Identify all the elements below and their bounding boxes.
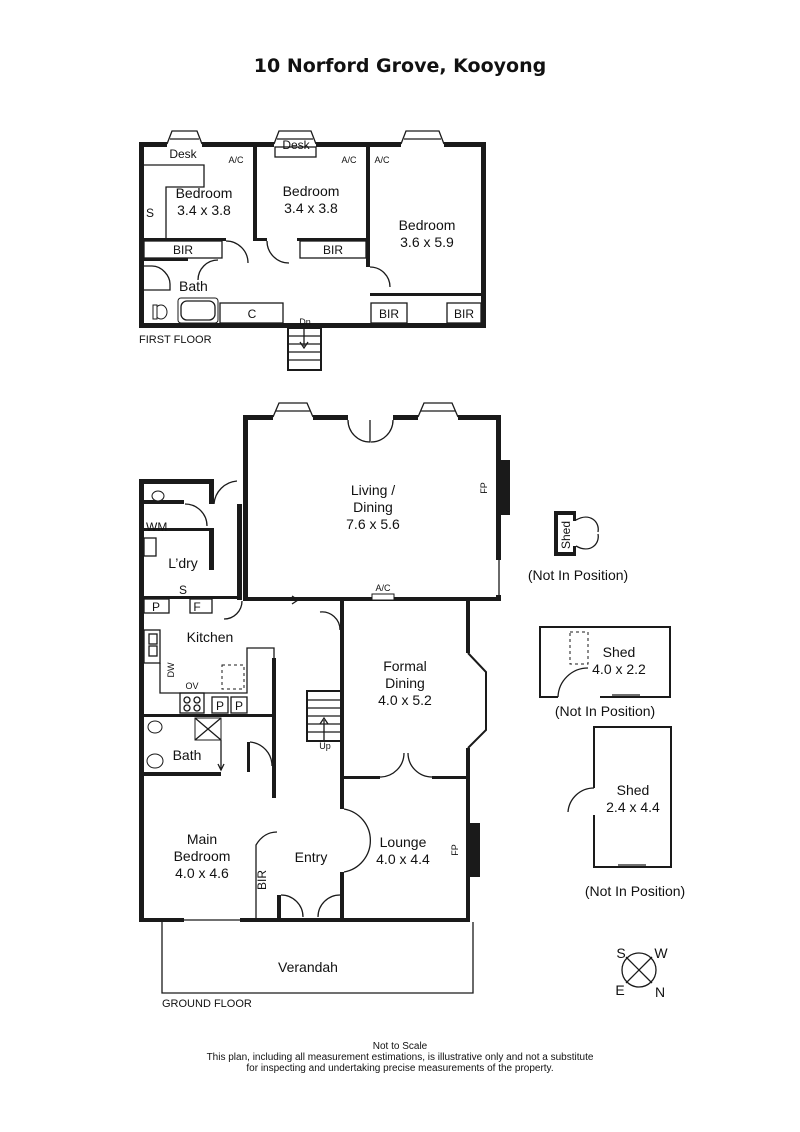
small-shed-label: Shed	[559, 521, 573, 549]
disclaimer-line-1: This plan, including all measurement est…	[207, 1052, 594, 1063]
main-bedroom-line2: Bedroom	[174, 848, 231, 864]
formal-dining-line2: Dining	[385, 675, 425, 691]
storage-label: S	[146, 206, 154, 220]
ac-label-2: A/C	[341, 155, 357, 165]
bedroom-2-name: Bedroom	[283, 183, 340, 199]
living-dining-line2: Dining	[353, 499, 393, 515]
first-floor-bath-label: Bath	[179, 278, 208, 294]
small-shed	[554, 511, 599, 556]
bedroom-3-size: 3.6 x 5.9	[400, 234, 454, 250]
bir-label-4: BIR	[454, 307, 474, 321]
oven-label: OV	[185, 681, 198, 691]
desk-label-1: Desk	[169, 147, 197, 161]
cupboard-label: C	[248, 307, 257, 321]
medium-shed	[539, 626, 671, 698]
pantry-label-1: P	[152, 600, 160, 614]
disclaimer-line-2: for inspecting and undertaking precise m…	[246, 1063, 553, 1074]
laundry-label: L’dry	[168, 555, 198, 571]
page-title: 10 Norford Grove, Kooyong	[254, 55, 546, 77]
ac-label-ground: A/C	[375, 583, 391, 593]
bir-label-3: BIR	[379, 307, 399, 321]
dishwasher-label: DW	[166, 662, 176, 677]
ac-label-3: A/C	[374, 155, 390, 165]
bedroom-1-size: 3.4 x 3.8	[177, 202, 231, 218]
pantry-label-2: P	[216, 699, 224, 713]
laundry-storage-label: S	[179, 583, 187, 597]
small-shed-note: (Not In Position)	[528, 567, 628, 583]
compass-w: W	[654, 945, 668, 961]
large-shed-name: Shed	[617, 782, 650, 798]
lounge-name: Lounge	[380, 834, 427, 850]
ground-floor-label: GROUND FLOOR	[162, 998, 252, 1010]
ac-label-1: A/C	[228, 155, 244, 165]
living-dining-line1: Living /	[351, 482, 395, 498]
formal-dining-size: 4.0 x 5.2	[378, 692, 432, 708]
large-shed-note: (Not In Position)	[585, 883, 685, 899]
bedroom-1-name: Bedroom	[176, 185, 233, 201]
first-floor	[139, 130, 486, 371]
lounge-size: 4.0 x 4.4	[376, 851, 430, 867]
compass-n: N	[655, 984, 665, 1000]
entry-label: Entry	[295, 849, 328, 865]
scale-note: Not to Scale	[373, 1041, 428, 1052]
living-dining-size: 7.6 x 5.6	[346, 516, 400, 532]
fridge-label: F	[193, 600, 200, 614]
first-floor-label: FIRST FLOOR	[139, 334, 212, 346]
large-shed-size: 2.4 x 4.4	[606, 799, 660, 815]
desk-label-2: Desk	[282, 138, 310, 152]
main-bedroom-size: 4.0 x 4.6	[175, 865, 229, 881]
medium-shed-note: (Not In Position)	[555, 703, 655, 719]
fireplace-label-1: FP	[479, 482, 489, 494]
fireplace-label-2: FP	[450, 844, 460, 856]
kitchen-label: Kitchen	[187, 629, 234, 645]
main-bedroom-bir-label: BIR	[255, 870, 269, 890]
compass-rose-icon	[621, 952, 657, 988]
verandah-label: Verandah	[278, 959, 338, 975]
main-bedroom-line1: Main	[187, 831, 217, 847]
formal-dining-line1: Formal	[383, 658, 427, 674]
bir-label-1: BIR	[173, 243, 193, 257]
medium-shed-name: Shed	[603, 644, 636, 660]
stairs-down-label: Dn	[299, 317, 311, 327]
bedroom-3-name: Bedroom	[399, 217, 456, 233]
compass-s: S	[616, 945, 625, 961]
ground-floor-bath-label: Bath	[173, 747, 202, 763]
bir-label-2: BIR	[323, 243, 343, 257]
compass-e: E	[615, 982, 624, 998]
medium-shed-size: 4.0 x 2.2	[592, 661, 646, 677]
pantry-label-3: P	[235, 699, 243, 713]
bedroom-2-size: 3.4 x 3.8	[284, 200, 338, 216]
large-shed	[567, 726, 672, 868]
ground-floor	[139, 402, 510, 994]
washing-machine-label: WM	[146, 520, 167, 534]
stairs-up-label: Up	[319, 741, 331, 751]
